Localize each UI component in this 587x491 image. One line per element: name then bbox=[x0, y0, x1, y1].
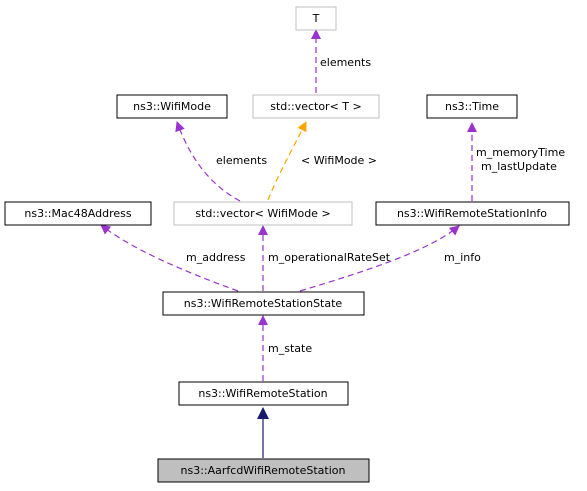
node-wifiremotestationinfo[interactable]: ns3::WifiRemoteStationInfo bbox=[375, 201, 570, 226]
node-wifimode-label: ns3::WifiMode bbox=[133, 100, 211, 113]
node-t[interactable]: T bbox=[295, 6, 337, 31]
node-std-vector-t-label: std::vector< T > bbox=[270, 100, 361, 113]
node-aarfcdwifiremotestation[interactable]: ns3::AarfcdWifiRemoteStation bbox=[157, 458, 370, 483]
node-wifiremotestationstate[interactable]: ns3::WifiRemoteStationState bbox=[162, 291, 365, 316]
node-mac48address[interactable]: ns3::Mac48Address bbox=[4, 201, 152, 226]
edge-label-vector-t-elements: elements bbox=[320, 56, 371, 69]
nodes: T std::vector< T > ns3::WifiMode ns3::Ti… bbox=[4, 6, 570, 483]
edge-label-wifimode-elements: elements bbox=[216, 154, 267, 167]
edge-label-time-memorytime: m_memoryTime bbox=[476, 146, 565, 159]
edge-stationstate-to-mac48 bbox=[100, 224, 239, 292]
node-std-vector-t[interactable]: std::vector< T > bbox=[252, 94, 380, 119]
node-aarfcdwifiremotestation-label: ns3::AarfcdWifiRemoteStation bbox=[181, 464, 346, 477]
edge-label-m-info: m_info bbox=[444, 251, 481, 264]
edge-label-vector-wifimode-template: < WifiMode > bbox=[301, 154, 377, 167]
node-mac48address-label: ns3::Mac48Address bbox=[24, 207, 131, 220]
node-wifimode[interactable]: ns3::WifiMode bbox=[116, 94, 228, 119]
node-wifiremotestation-label: ns3::WifiRemoteStation bbox=[198, 387, 327, 400]
node-std-vector-wifimode[interactable]: std::vector< WifiMode > bbox=[173, 201, 353, 226]
node-t-label: T bbox=[312, 12, 320, 25]
node-std-vector-wifimode-label: std::vector< WifiMode > bbox=[195, 207, 330, 220]
node-time[interactable]: ns3::Time bbox=[426, 94, 518, 119]
edge-label-m-address: m_address bbox=[186, 251, 246, 264]
node-wifiremotestationinfo-label: ns3::WifiRemoteStationInfo bbox=[397, 207, 547, 220]
edge-label-m-state: m_state bbox=[268, 342, 312, 355]
edge-vector-wifimode-to-vector-t bbox=[267, 121, 307, 201]
node-wifiremotestation[interactable]: ns3::WifiRemoteStation bbox=[178, 381, 349, 406]
edges: elements elements < WifiMode > m_memoryT… bbox=[100, 29, 565, 458]
edge-vector-wifimode-to-wifimode bbox=[175, 121, 241, 202]
edge-label-time-lastupdate: m_lastUpdate bbox=[481, 160, 557, 173]
node-time-label: ns3::Time bbox=[445, 100, 499, 113]
edge-stationstate-to-stationinfo bbox=[299, 225, 460, 292]
node-wifiremotestationstate-label: ns3::WifiRemoteStationState bbox=[184, 297, 343, 310]
edge-label-m-operationalrateset: m_operationalRateSet bbox=[268, 251, 391, 264]
